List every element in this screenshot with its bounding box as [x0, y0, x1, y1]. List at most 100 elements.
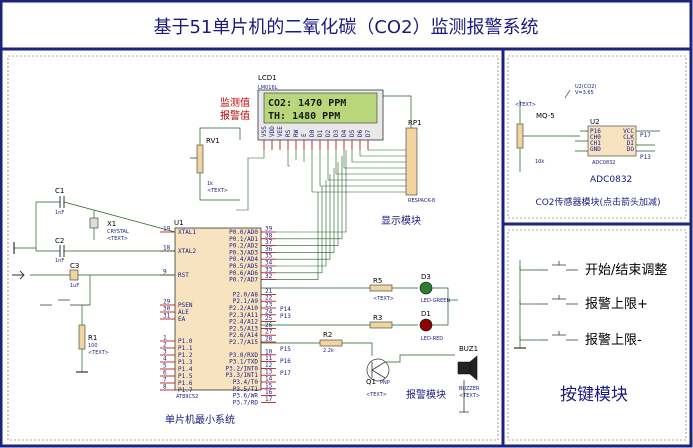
net-label: P14: [280, 306, 291, 313]
adc-left-pin: GND: [590, 146, 601, 153]
sensor-module: U2(CO2) V=3.65 MQ-5 10k <TEXT> U2 P16CH0…: [515, 84, 660, 185]
mcu-right-pin-num: 32: [265, 273, 273, 280]
r1-value: 100: [88, 343, 98, 349]
q1-text: <TEXT>: [366, 392, 387, 398]
mcu-right-pin-num: 27: [265, 329, 273, 336]
mcu-right-pin-num: 21: [265, 288, 273, 295]
u2-ref: U2: [590, 118, 600, 126]
mcu-right-pin-num: 25: [265, 315, 273, 322]
rv1-wire-top: [199, 127, 241, 145]
mcu-right-pin-num: 15: [265, 382, 273, 389]
key-label: 报警上限+: [585, 296, 648, 312]
net-label: P15: [280, 346, 291, 353]
rv1-body: [196, 144, 204, 174]
lcd-pin-label: VSS: [261, 126, 268, 137]
mq-label: MQ-5: [536, 112, 555, 120]
net-label: P13: [280, 313, 291, 320]
mcu-right-pin-num: 17: [265, 396, 273, 403]
buz1-value: BUZZER: [459, 386, 480, 392]
d1-ref: D1: [421, 310, 431, 318]
adc-left-pin: CH0: [590, 134, 601, 141]
rv1-ref: RV1: [206, 137, 220, 145]
c1-ref: C1: [55, 187, 64, 195]
key-wire: [519, 300, 540, 305]
x1-value: CRYSTAL: [107, 229, 129, 235]
mcu-right-pin-num: 16: [265, 389, 273, 396]
lcd-pin-label: D0: [309, 129, 316, 137]
p0-bus-wire: [276, 192, 319, 280]
buzzer-symbol: [457, 355, 478, 381]
lcd-line-1: CO2: 1470 PPM: [268, 98, 346, 109]
buz1-ref: BUZ1: [459, 345, 478, 353]
reset-button: [40, 299, 90, 306]
c3-ref: C3: [70, 262, 79, 270]
lcd-gnd-wire: [236, 150, 265, 211]
p0-bus-wire: [276, 174, 331, 260]
q1-body: [366, 358, 390, 382]
rp1-ref: RP1: [408, 119, 422, 127]
lcd-data-wire: [335, 150, 406, 175]
d1-led: [419, 318, 433, 332]
mcu-right-pin-name: P2.6/A14: [229, 332, 258, 339]
lcd-pin-label: D7: [365, 129, 372, 137]
mcu-right-pin-name: P3.5/T1: [233, 386, 259, 393]
lcd-pin-label: D2: [325, 129, 332, 137]
mcu-right-pin-num: 26: [265, 322, 273, 329]
mcu-left-pin-num: 7: [163, 377, 167, 384]
lcd-pin-label: D5: [349, 129, 356, 137]
mcu-right-pin-name: P3.1/TXD: [229, 359, 258, 366]
lcd-pin-label: VEE: [277, 126, 284, 137]
mcu-left-pin-name: P1.1: [178, 345, 193, 352]
mcu-right-pin-num: 24: [265, 308, 273, 315]
mcu-left-pin-name: XTAL1: [178, 229, 196, 236]
r2-ref: R2: [323, 331, 332, 339]
lcd-pin-label: D3: [333, 129, 340, 137]
mcu-model: AT89C52: [176, 394, 198, 400]
r2-wire: [261, 342, 373, 356]
mcu-left-pin-num: 9: [163, 269, 167, 276]
mcu-ref: U1: [174, 219, 184, 227]
rp1-common-wire: [383, 95, 412, 128]
rv1-value: 1k: [207, 181, 213, 187]
c2-ref: C2: [55, 237, 64, 245]
mq-wires: [519, 100, 580, 172]
mcu-left-pin-name: P1.4: [178, 366, 193, 373]
mcu-module-label: 单片机最小系统: [165, 413, 235, 426]
lcd-data-wire: [327, 150, 406, 181]
mcu-right-pin-num: 13: [265, 369, 273, 376]
mcu-right-pin-num: 38: [265, 232, 273, 239]
q1-ref: Q1: [366, 378, 376, 386]
adc-model: ADC0832: [592, 160, 616, 166]
mcu-right-pin-num: 22: [265, 295, 273, 302]
lcd-pin-label: D4: [341, 129, 348, 137]
mcu-right-pin-name: P2.7/A15: [229, 339, 258, 346]
mcu-left-pin-num: 29: [163, 299, 171, 306]
adc-net-label: P13: [640, 154, 651, 161]
mcu-right-pin-num: 23: [265, 302, 273, 309]
key-label: 开始/结束调整: [585, 263, 667, 278]
mcu-right-pin-num: 39: [265, 226, 273, 233]
d3-value: LED-GREEN: [421, 298, 450, 304]
adc-body: [587, 125, 637, 157]
net-label: P17: [280, 370, 291, 377]
lcd-data-wire: [319, 150, 406, 187]
x1-text: <TEXT>: [107, 236, 128, 242]
rv1-wire-bottom: [199, 173, 240, 201]
lcd-data-wire: [311, 150, 406, 193]
mcu-left-pin-num: 2: [163, 342, 167, 349]
mcu-right-pin-num: 10: [265, 348, 273, 355]
alarm-module-label: 报警模块: [406, 388, 446, 401]
r1-body: [78, 324, 86, 350]
key-module-label: 按键模块: [560, 385, 628, 405]
mcu-right-pin-num: 33: [265, 266, 273, 273]
lcd-pin-label: D1: [317, 129, 324, 137]
probe-voltage: V=3.65: [575, 90, 594, 96]
lcd-component: LCD1 LM016L CO2: 1470 PPM TH: 1480 PPM V…: [257, 74, 384, 141]
mcu-left-pin-name: EA: [178, 316, 186, 323]
